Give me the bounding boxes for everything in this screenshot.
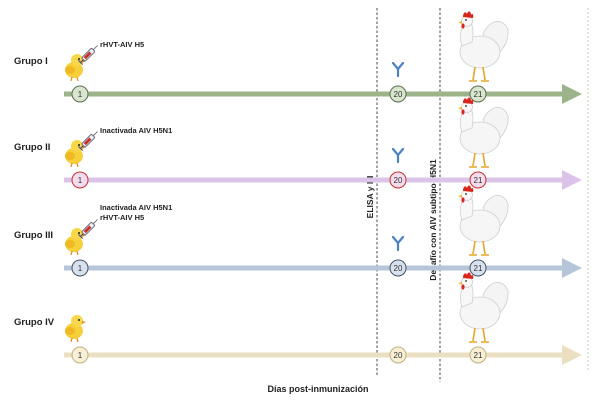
day-label: 1 xyxy=(78,264,83,273)
day-label: 1 xyxy=(78,176,83,185)
chick-icon xyxy=(65,228,86,256)
group-label: Grupo IV xyxy=(14,317,55,328)
day-label: 20 xyxy=(394,176,403,185)
hen-icon xyxy=(458,97,509,168)
day-label: 20 xyxy=(394,90,403,99)
timeline-arrowhead xyxy=(562,258,582,278)
chick-icon xyxy=(65,54,86,82)
day-label: 21 xyxy=(474,90,483,99)
hen-icon xyxy=(458,185,509,256)
x-axis-label: Días post-inmunización xyxy=(267,384,368,394)
day-marker xyxy=(469,85,487,103)
day-marker xyxy=(71,346,89,364)
syringe-icon xyxy=(77,219,98,240)
day-label: 21 xyxy=(474,351,483,360)
day-marker xyxy=(469,346,487,364)
day-marker xyxy=(71,171,89,189)
day-marker xyxy=(389,259,407,277)
group-label: Grupo II xyxy=(14,142,50,153)
vaccine-label: Inactivada AIV H5N1 xyxy=(100,126,172,135)
elisa-marker-label: ELISA y HI xyxy=(365,176,375,219)
timeline-arrowhead xyxy=(562,345,582,365)
day-label: 20 xyxy=(394,351,403,360)
day-label: 21 xyxy=(474,264,483,273)
antibody-icon xyxy=(391,61,405,78)
antibody-icon xyxy=(391,235,405,252)
group-label: Grupo I xyxy=(14,56,48,67)
group-label: Grupo III xyxy=(14,230,53,241)
group-row: Grupo II Inactivada AIV H5N1 1 20 21 xyxy=(14,97,582,190)
day-marker xyxy=(71,85,89,103)
group-row: Grupo IV 1 20 21 xyxy=(14,272,582,365)
syringe-icon xyxy=(77,45,98,66)
hen-icon xyxy=(458,11,509,82)
day-label: 20 xyxy=(394,264,403,273)
day-label: 21 xyxy=(474,176,483,185)
vaccine-label: Inactivada AIV H5N1 xyxy=(100,203,172,212)
timeline-arrowhead xyxy=(562,170,582,190)
chick-icon xyxy=(65,315,86,343)
day-marker xyxy=(389,85,407,103)
group-row: Grupo I rHVT-AIV H5 1 20 21 xyxy=(14,11,582,104)
day-marker xyxy=(469,171,487,189)
antibody-icon xyxy=(391,147,405,164)
day-marker xyxy=(469,259,487,277)
syringe-icon xyxy=(77,131,98,152)
day-label: 1 xyxy=(78,351,83,360)
chick-icon xyxy=(65,140,86,168)
vaccine-label: rHVT-AIV H5 xyxy=(100,213,144,222)
vaccine-label: rHVT-AIV H5 xyxy=(100,40,144,49)
day-marker xyxy=(389,346,407,364)
day-marker xyxy=(389,171,407,189)
hen-icon xyxy=(458,272,509,343)
day-label: 1 xyxy=(78,90,83,99)
day-marker xyxy=(71,259,89,277)
challenge-marker-label: Desafío con AIV subtipo H5N1 xyxy=(428,159,438,281)
timeline-arrowhead xyxy=(562,84,582,104)
